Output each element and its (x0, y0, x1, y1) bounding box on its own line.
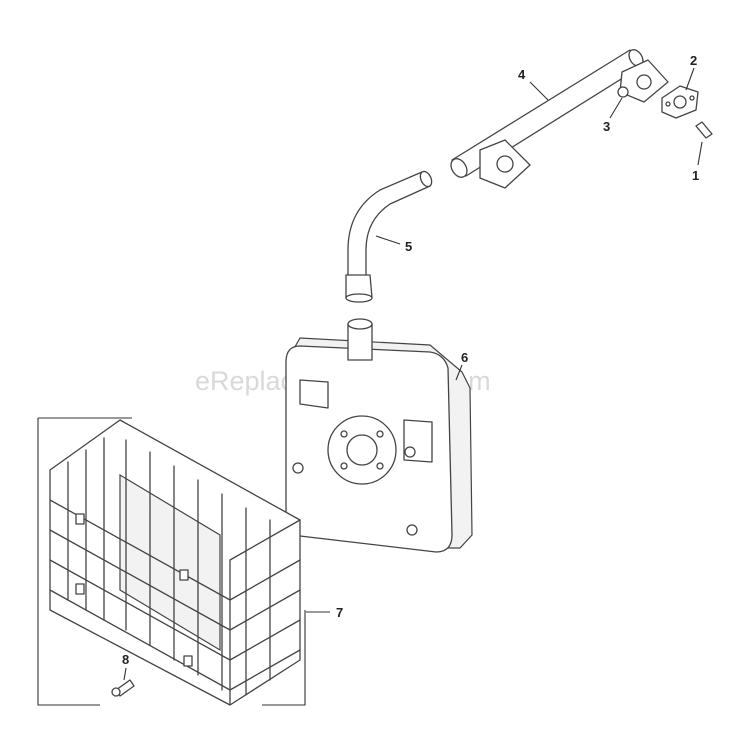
callout-6: 6 (461, 350, 468, 365)
callout-5: 5 (405, 239, 412, 254)
leader-5 (375, 235, 401, 245)
part-4-exhaust-pipe (450, 49, 669, 189)
part-5-elbow-pipe (345, 170, 433, 303)
leader-8 (123, 667, 127, 681)
callout-2: 2 (690, 53, 697, 68)
part-6-muffler (285, 318, 473, 553)
callout-7: 7 (336, 605, 343, 620)
part-1-stud (695, 121, 713, 139)
callout-4: 4 (518, 67, 526, 82)
leader-6 (455, 364, 463, 381)
leader-4 (529, 81, 549, 101)
part-8-screw (111, 679, 135, 697)
callout-8: 8 (122, 652, 129, 667)
leader-1 (697, 141, 703, 166)
leader-3 (609, 97, 623, 119)
part-3-nut (617, 86, 629, 98)
callout-1: 1 (692, 168, 699, 183)
callout-3: 3 (603, 119, 610, 134)
part-2-gasket (661, 85, 699, 119)
leader-2 (685, 67, 695, 91)
part-7-heat-guard (37, 417, 306, 706)
